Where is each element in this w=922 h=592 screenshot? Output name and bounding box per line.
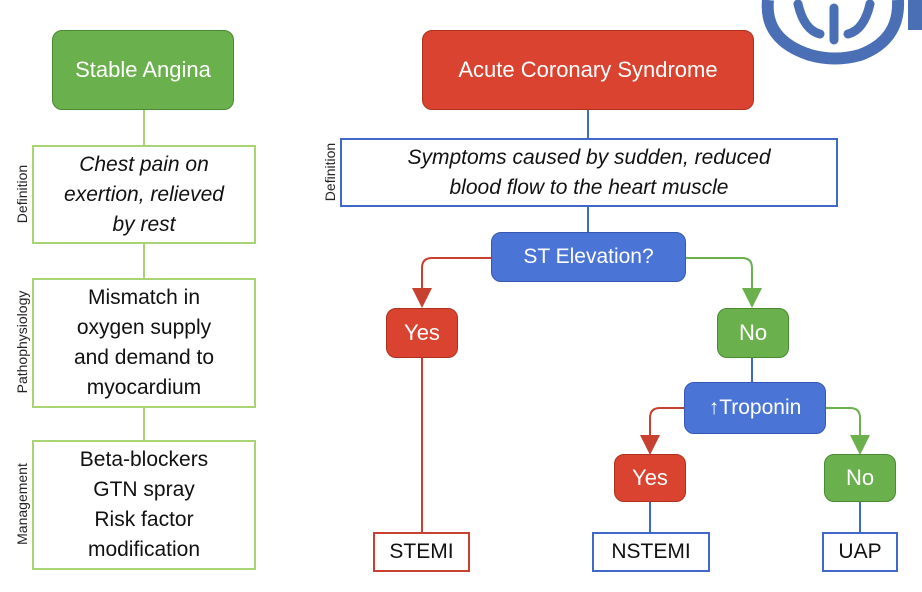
nstemi-outcome: NSTEMI bbox=[592, 532, 710, 572]
st-elevation-question: ST Elevation? bbox=[491, 232, 686, 282]
side-label-definition: Definition bbox=[14, 164, 30, 224]
stemi-outcome: STEMI bbox=[373, 532, 470, 572]
troponin-node: ↑Troponin bbox=[684, 382, 826, 434]
stable-angina-title: Stable Angina bbox=[52, 30, 234, 110]
uap-outcome: UAP bbox=[822, 532, 898, 572]
st-yes-node: Yes bbox=[386, 308, 458, 358]
stable-angina-definition: Chest pain on exertion, relieved by rest bbox=[32, 145, 256, 244]
stable-angina-management: Beta-blockers GTN spray Risk factor modi… bbox=[32, 440, 256, 570]
side-label-pathophysiology: Pathophysiology bbox=[14, 290, 30, 394]
acs-definition: Symptoms caused by sudden, reduced blood… bbox=[340, 138, 838, 207]
side-label-acs-definition: Definition bbox=[322, 142, 338, 202]
hands-logo-icon bbox=[761, 0, 922, 65]
acs-title: Acute Coronary Syndrome bbox=[422, 30, 754, 110]
troponin-no-node: No bbox=[824, 454, 896, 502]
st-no-node: No bbox=[717, 308, 789, 358]
troponin-yes-node: Yes bbox=[614, 454, 686, 502]
stable-angina-pathophysiology: Mismatch in oxygen supply and demand to … bbox=[32, 278, 256, 408]
side-label-management: Management bbox=[14, 463, 30, 545]
